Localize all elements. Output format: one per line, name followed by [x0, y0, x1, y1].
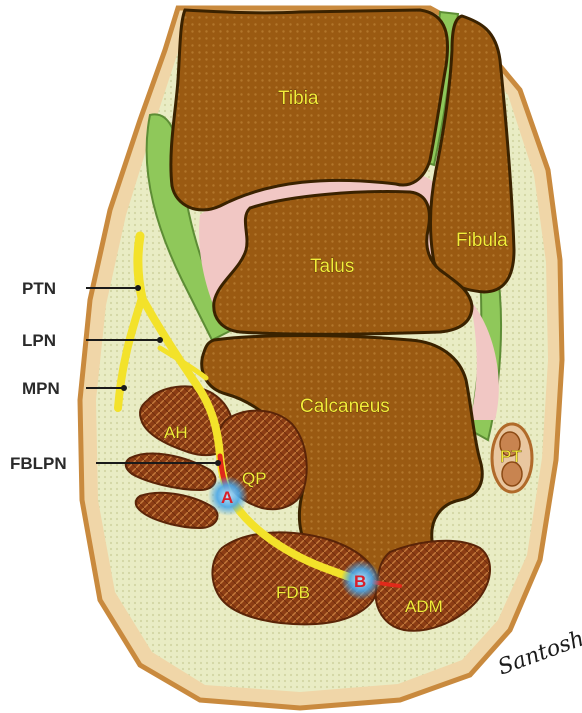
- mpn-label: MPN: [22, 379, 60, 398]
- tibia-bone: [171, 10, 448, 210]
- ah-label: AH: [164, 423, 188, 442]
- adm-label: ADM: [405, 597, 443, 616]
- lpn-label: LPN: [22, 331, 56, 350]
- point-b-marker: B: [341, 560, 381, 600]
- talus-label: Talus: [310, 256, 354, 277]
- tibia-label: Tibia: [278, 88, 319, 109]
- calcaneus-label: Calcaneus: [300, 396, 390, 417]
- qp-label: QP: [242, 469, 267, 488]
- point-a-label: A: [221, 488, 233, 507]
- ptn-label: PTN: [22, 279, 56, 298]
- fdb-label: FDB: [276, 583, 310, 602]
- fblpn-label: FBLPN: [10, 454, 67, 473]
- fibula-label: Fibula: [456, 230, 508, 251]
- point-b-label: B: [354, 572, 366, 591]
- pt-label: PT: [500, 447, 522, 466]
